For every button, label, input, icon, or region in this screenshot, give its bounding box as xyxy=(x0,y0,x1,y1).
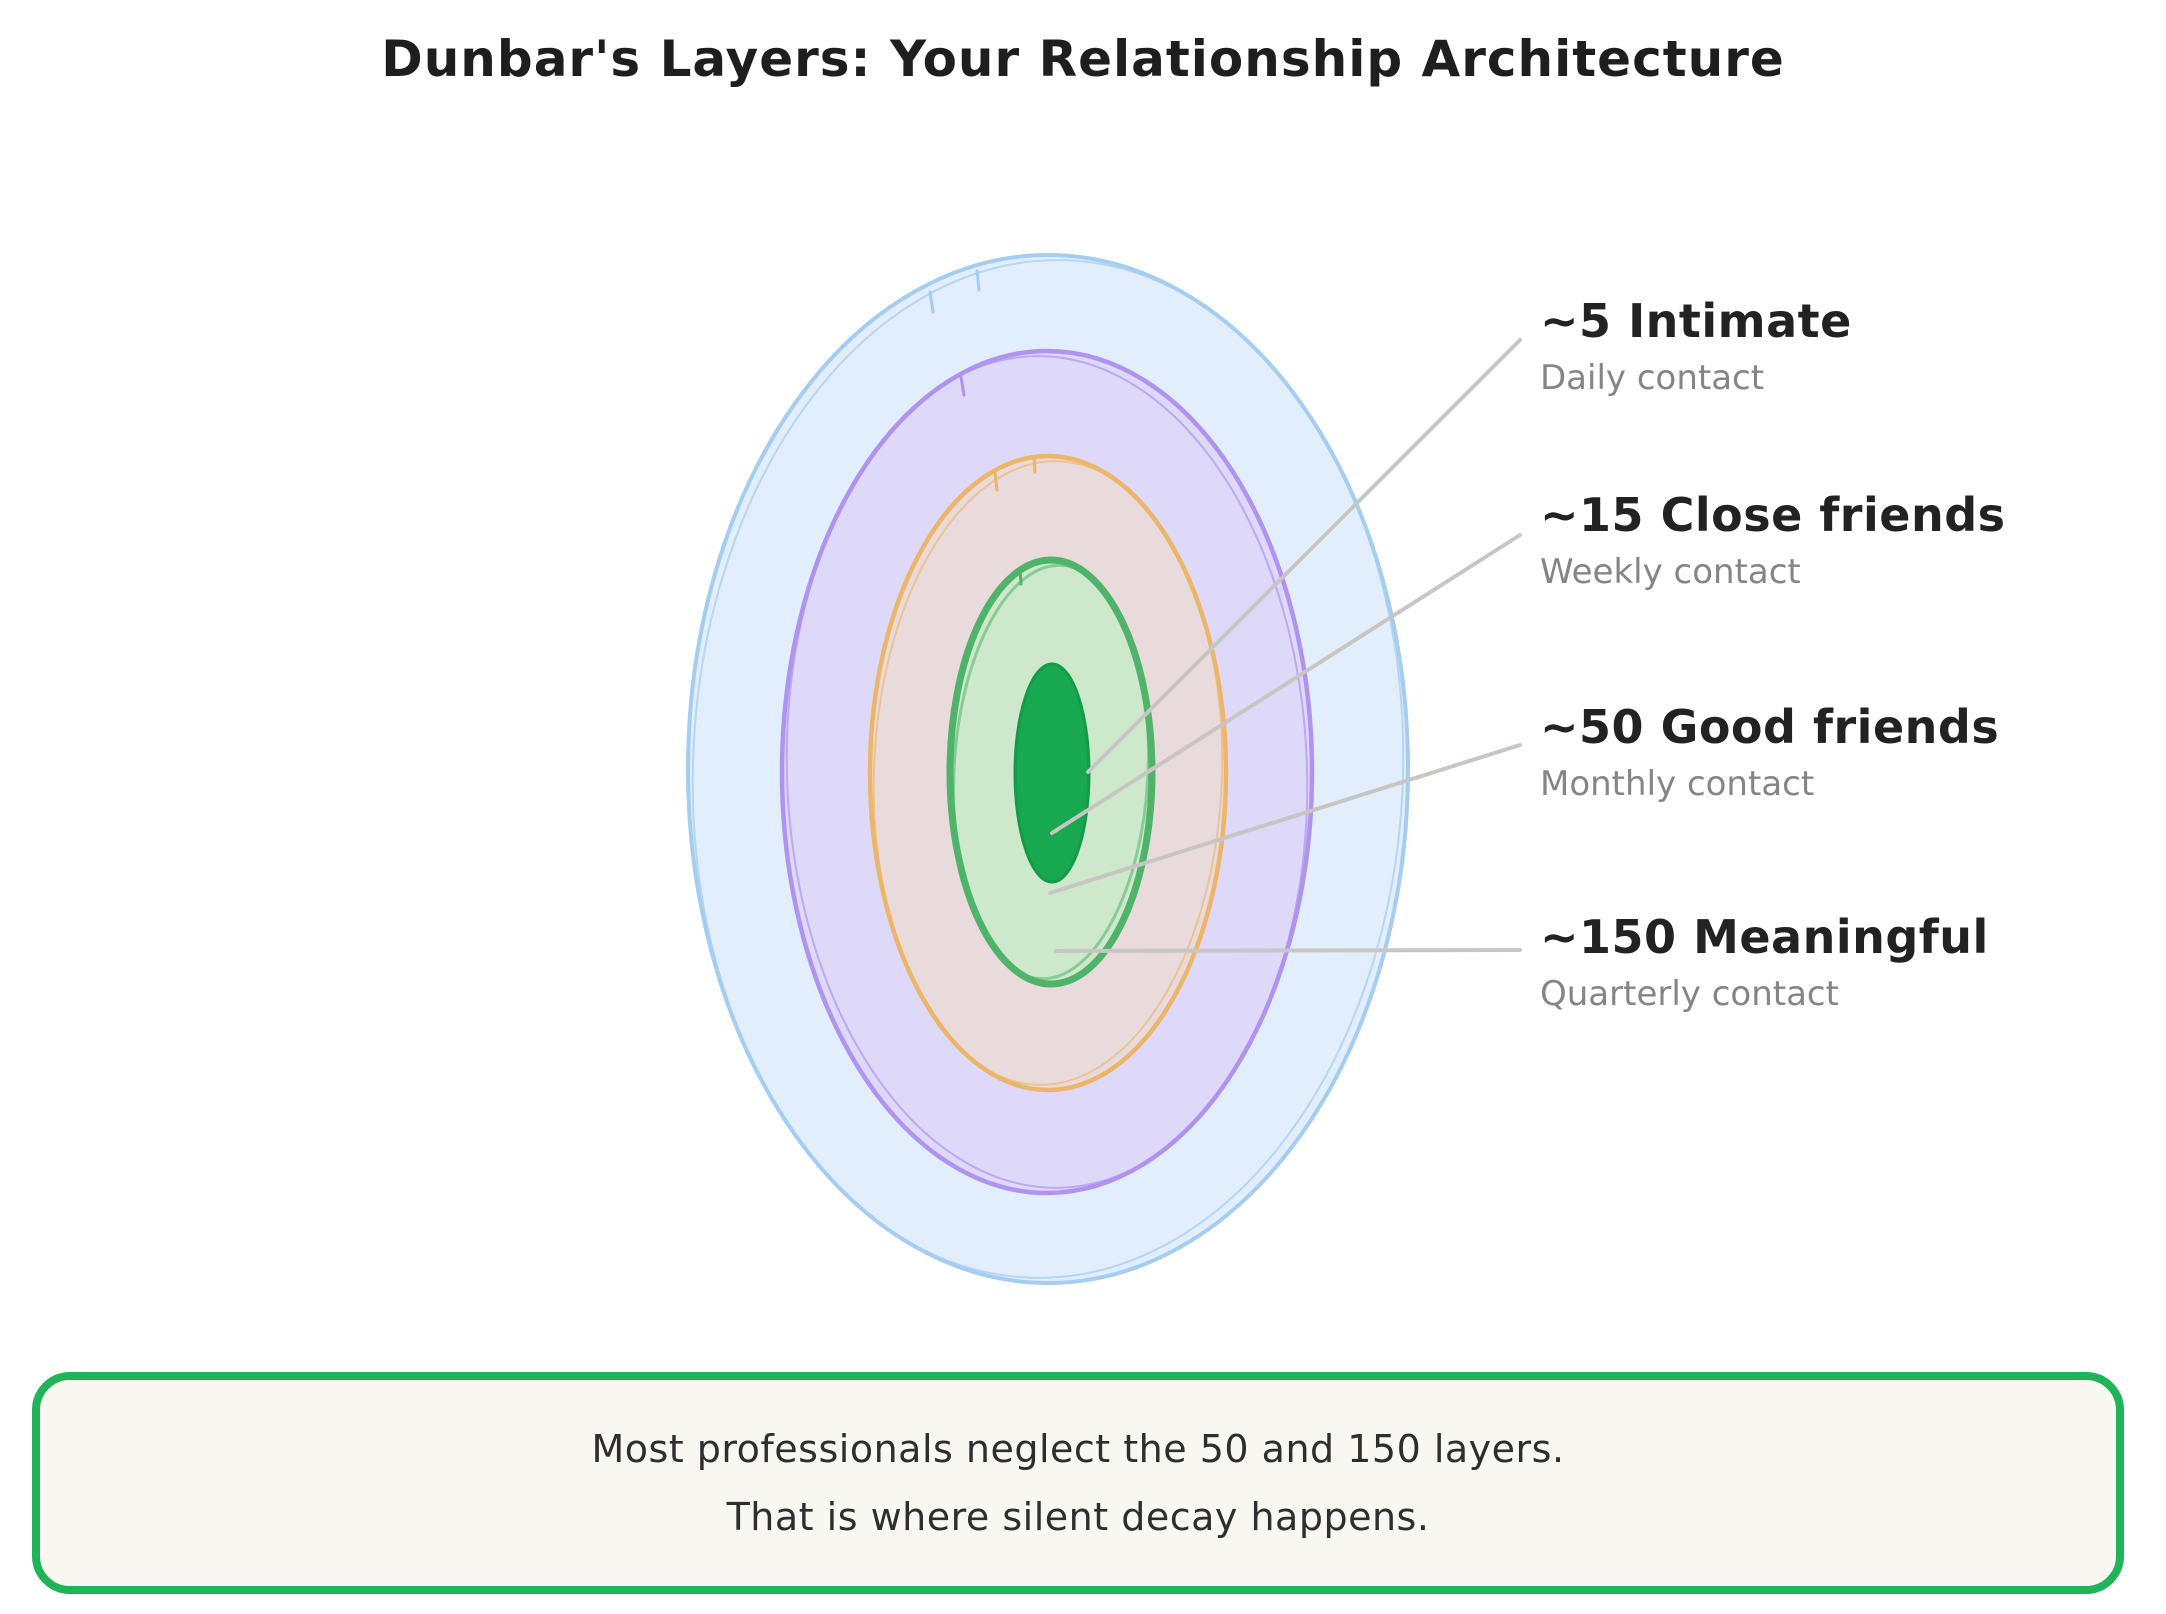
layer-label-close-friends: ~15 Close friends Weekly contact xyxy=(1540,488,2006,592)
sketch-tick xyxy=(959,375,966,397)
layer-frequency: Weekly contact xyxy=(1540,552,1801,592)
page-title: Dunbar's Layers: Your Relationship Archi… xyxy=(381,30,1785,88)
ring-150-sketch-stroke xyxy=(785,355,1309,1189)
summary-callout-box: Most professionals neglect the 50 and 15… xyxy=(32,1372,2124,1594)
connector-line-close-friends xyxy=(1050,533,1522,835)
layer-heading: ~150 Meaningful xyxy=(1540,910,1989,964)
sketch-tick xyxy=(975,269,981,292)
sketch-tick xyxy=(993,471,999,492)
sketch-tick xyxy=(928,290,935,314)
sketch-tick xyxy=(1032,455,1037,474)
layer-label-intimate: ~5 Intimate Daily contact xyxy=(1540,294,1852,398)
layer-frequency: Daily contact xyxy=(1540,358,1765,398)
connector-line-intimate xyxy=(1086,338,1522,774)
layer-frequency: Quarterly contact xyxy=(1540,974,1839,1014)
connector-line-good-friends xyxy=(1048,743,1522,895)
layer-label-good-friends: ~50 Good friends Monthly contact xyxy=(1540,700,1999,804)
layer-heading: ~50 Good friends xyxy=(1540,700,2000,754)
layer-label-meaningful: ~150 Meaningful Quarterly contact xyxy=(1540,910,1989,1014)
callout-line-1: Most professionals neglect the 50 and 15… xyxy=(591,1427,1565,1471)
sketch-tick xyxy=(1018,567,1023,586)
callout-line-2: That is where silent decay happens. xyxy=(726,1495,1430,1539)
connector-line-meaningful xyxy=(1054,948,1522,953)
ring-50-sketch-stroke xyxy=(872,460,1224,1086)
layer-heading: ~15 Close friends xyxy=(1540,488,2006,542)
layer-heading: ~5 Intimate xyxy=(1540,294,1852,348)
ring-5-ellipse xyxy=(1013,662,1091,884)
ring-15-sketch-stroke xyxy=(952,563,1150,981)
layer-frequency: Monthly contact xyxy=(1540,764,1815,804)
